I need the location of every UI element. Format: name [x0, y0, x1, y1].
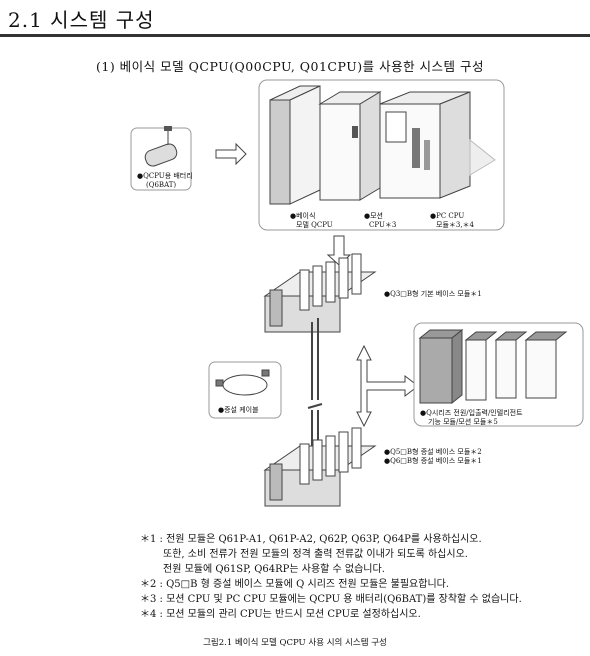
- ext-base-label-1: ●Q5□B형 증설 베이스 모듈＊2: [384, 448, 482, 456]
- note-1-line-2: 또한, 소비 전류가 전원 모듈의 정격 출력 전류값 이내가 되도록 하십시오…: [163, 549, 468, 560]
- section-rule: [0, 34, 590, 37]
- arrow-cross-icon: [356, 344, 419, 428]
- cable-icon: [215, 369, 270, 396]
- note-3: ＊3 : 모션 CPU 및 PC CPU 모듈에는 QCPU 용 배터리(Q6B…: [140, 594, 522, 605]
- modules-label-2: 기능 모듈/모션 모듈＊5: [428, 418, 498, 426]
- note-1-line-3: 전원 모듈에 Q61SP, Q64RP는 사용할 수 없습니다.: [163, 564, 385, 575]
- io-modules-icon: [418, 328, 568, 405]
- diagram-subtitle: (1) 베이식 모델 QCPU(Q00CPU, Q01CPU)를 사용한 시스템…: [96, 59, 485, 74]
- basic-cpu-module-icon: [269, 85, 348, 205]
- basic-cpu-label: ●베이식: [290, 212, 316, 220]
- note-1: ＊1 : 전원 모듈은 Q61P-A1, Q61P-A2, Q62P, Q63P…: [140, 534, 482, 545]
- battery-label: ●QCPU용 배터리: [137, 172, 193, 180]
- modules-label: ●Q시리즈 전원/입출력/인텔리전트: [420, 409, 523, 417]
- cable-label: ●증설 케이블: [218, 406, 259, 414]
- motion-cpu-label-2: CPU＊3: [369, 221, 397, 229]
- main-base-label: ●Q3□B형 기본 베이스 모듈＊1: [384, 290, 482, 298]
- battery-model-label: (Q6BAT): [146, 181, 177, 189]
- extension-base-icon: [263, 427, 377, 507]
- system-diagram: [130, 79, 584, 507]
- basic-cpu-label-2: 모델 QCPU: [296, 221, 333, 229]
- motion-cpu-module-icon: [318, 91, 382, 201]
- pc-cpu-module-icon: [379, 91, 496, 199]
- pc-cpu-label: ●PC CPU: [430, 212, 465, 220]
- motion-cpu-label: ●모션: [364, 212, 383, 220]
- main-base-icon: [263, 253, 377, 333]
- note-2: ＊2 : Q5□B 형 증설 베이스 모듈에 Q 시리즈 전원 모듈은 불필요합…: [140, 579, 450, 590]
- note-4: ＊4 : 모션 모듈의 관리 CPU는 반드시 모션 CPU로 설정하십시오.: [140, 609, 421, 620]
- arrow-right-icon: [215, 142, 247, 166]
- ext-base-label-2: ●Q6□B형 증설 베이스 모듈＊1: [384, 457, 482, 465]
- pc-cpu-label-2: 모듈＊3,＊4: [436, 221, 475, 229]
- section-title: 2.1 시스템 구성: [8, 8, 155, 32]
- battery-icon: [144, 126, 178, 167]
- figure-caption: 그림2.1 베이식 모델 QCPU 사용 시의 시스템 구성: [203, 638, 387, 648]
